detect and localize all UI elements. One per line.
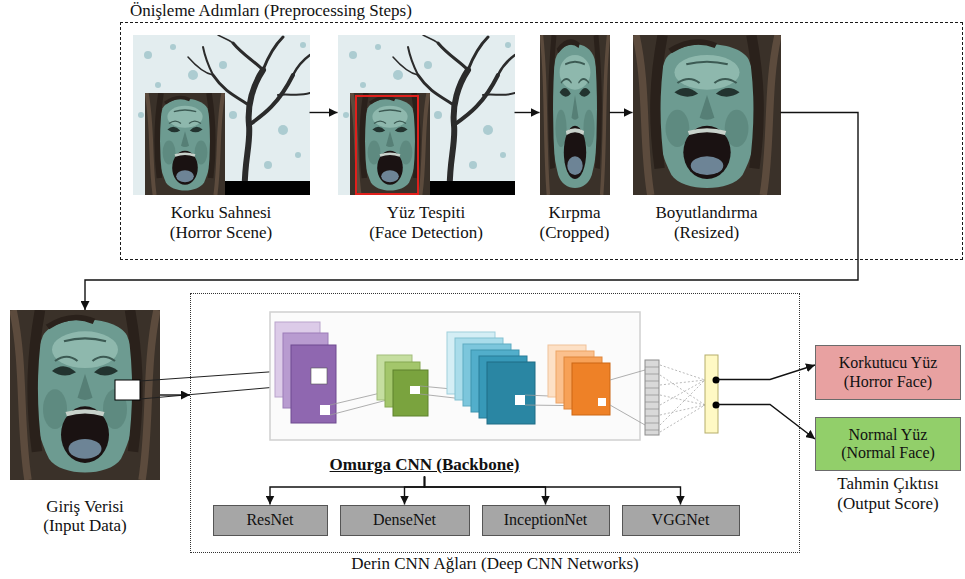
illustration-part — [610, 370, 645, 380]
illustration-part — [311, 368, 327, 384]
step-caption: Korku Sahnesi (Horror Scene) — [169, 203, 274, 242]
resized-image — [633, 35, 781, 195]
input-face — [10, 310, 160, 480]
connector-arrow — [610, 112, 633, 113]
connector-arrow — [85, 113, 858, 311]
illustration-part — [660, 405, 705, 415]
box-label: DenseNet — [373, 511, 437, 529]
connector-arrow — [405, 477, 425, 505]
image-step: Boyutlandırma (Resized) — [633, 35, 781, 243]
illustration-part — [660, 395, 705, 405]
output-box: Normal Yüz (Normal Face) — [815, 417, 961, 471]
cropped-image — [540, 35, 610, 195]
illustration-part — [645, 423, 659, 424]
step-caption: Yüz Tespiti (Face Detection) — [368, 203, 484, 242]
image-step: Yüz Tespiti (Face Detection) — [338, 35, 515, 243]
illustration-part — [598, 398, 606, 406]
connector-arrow — [160, 394, 190, 395]
receptive-field — [115, 380, 140, 400]
illustration-part — [645, 402, 659, 403]
detection-box — [356, 96, 418, 194]
box-label: Korkutucu Yüz (Horror Face) — [838, 354, 939, 391]
connector-arrow — [718, 405, 816, 440]
input-image: Giriş Verisi (Input Data) — [10, 310, 160, 536]
group-heading: Derin CNN Ağları (Deep CNN Networks) — [351, 554, 639, 574]
illustration-part — [572, 363, 610, 415]
image-step: Korku Sahnesi (Horror Scene) — [133, 35, 310, 243]
box-label: Normal Yüz (Normal Face) — [840, 426, 936, 463]
connector-arrow — [425, 477, 546, 505]
illustration-part — [515, 395, 525, 405]
detection-image — [338, 35, 515, 195]
connector-arrow — [270, 477, 425, 505]
illustration-part — [705, 355, 718, 433]
illustration-part — [660, 365, 705, 380]
backbone-heading: Omurga CNN (Backbone) — [330, 455, 520, 475]
illustration-part — [660, 380, 705, 405]
step-caption: Boyutlandırma (Resized) — [655, 203, 758, 242]
illustration-part — [645, 374, 659, 375]
model-box: InceptionNet — [482, 505, 610, 536]
step-caption: Giriş Verisi (Input Data) — [42, 497, 128, 536]
illustration-part — [645, 388, 659, 389]
illustration-part — [393, 370, 428, 416]
illustration-part — [660, 380, 705, 425]
illustration-part — [410, 386, 420, 394]
illustration-part — [645, 430, 659, 431]
illustration-part — [645, 381, 659, 382]
illustration-part — [291, 345, 336, 423]
box-label: InceptionNet — [503, 511, 588, 529]
illustration-part — [645, 367, 659, 430]
model-box: ResNet — [213, 505, 328, 536]
box-label: ResNet — [246, 511, 294, 529]
illustration-part — [645, 360, 659, 435]
connector-arrow — [515, 112, 540, 113]
illustration-part — [645, 416, 659, 417]
illustration-part — [320, 405, 330, 415]
illustration-part — [487, 362, 535, 424]
output-label: Tahmin Çıktısı (Output Score) — [836, 474, 940, 513]
illustration-part — [645, 409, 659, 410]
illustration-part — [660, 380, 705, 385]
cnn-illustration — [270, 312, 720, 440]
model-box: VGGNet — [622, 505, 740, 536]
image-step: Kırpma (Cropped) — [540, 35, 610, 243]
cnn-group: Derin CNN Ağları (Deep CNN Networks)Omur… — [190, 293, 800, 553]
illustration-part — [270, 312, 640, 440]
horror-scene-image — [133, 35, 310, 195]
illustration-part — [660, 375, 705, 405]
label-slot: Tahmin Çıktısı (Output Score) — [815, 474, 961, 513]
illustration-part — [645, 395, 659, 396]
preprocessing-images — [133, 35, 781, 195]
output-box: Korkutucu Yüz (Horror Face) — [815, 345, 961, 400]
illustration-part — [660, 365, 705, 432]
group-heading: Önişleme Adımları (Preprocessing Steps) — [127, 1, 415, 21]
preprocessing-group: Önişleme Adımları (Preprocessing Steps)K… — [120, 22, 963, 260]
connector-arrow — [718, 365, 816, 380]
connector-arrow — [310, 112, 338, 113]
illustration-part — [645, 367, 659, 368]
box-label: VGGNet — [651, 511, 710, 529]
input-image — [10, 310, 311, 480]
illustration-part — [660, 405, 705, 432]
backbone-panel: Omurga CNN (Backbone) — [270, 312, 718, 475]
step-caption: Kırpma (Cropped) — [539, 203, 610, 242]
illustration-part — [610, 405, 645, 425]
connector-arrow — [425, 477, 681, 505]
connectors — [85, 113, 858, 505]
model-box: DenseNet — [340, 505, 470, 536]
